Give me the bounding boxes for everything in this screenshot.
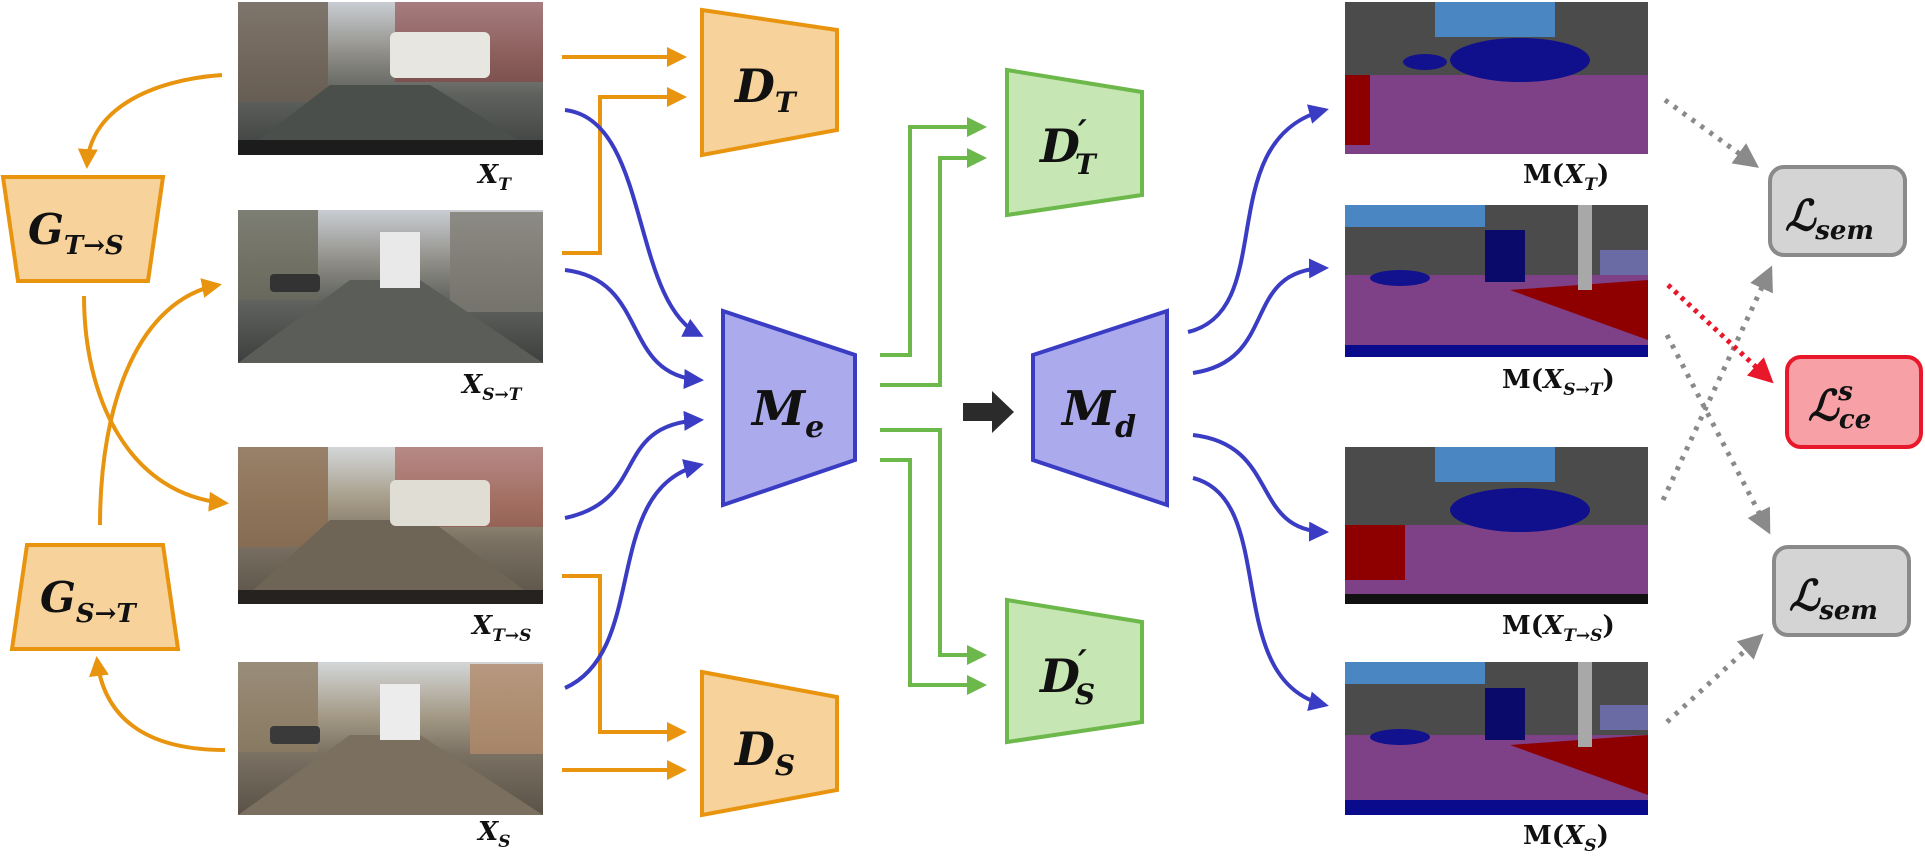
label-x-s-to-t: XS→T — [460, 370, 523, 405]
arrow-xt-to-me — [564, 108, 704, 337]
image-x-t — [238, 2, 543, 155]
label-m-x-t-to-s: M(XT→S) — [1502, 611, 1615, 646]
arrow-xt-to-gts — [77, 73, 223, 169]
arrow-mxst-to-lsem-bottom — [1664, 333, 1771, 535]
green-arrows — [880, 117, 987, 695]
loss-sem-top: ℒsem — [1768, 165, 1907, 257]
arrow-md-to-mxst — [1192, 258, 1329, 375]
svg-text:GS→T: GS→T — [40, 573, 137, 629]
svg-text:ℒsem: ℒsem — [1785, 191, 1874, 246]
generator-s-to-t: GS→T — [9, 543, 181, 651]
discriminator-d-t-prime: D′T — [1005, 67, 1144, 218]
segmentation-m-x-t — [1345, 2, 1648, 154]
label-m-x-s: M(XS) — [1523, 821, 1609, 856]
svg-text:Me: Me — [750, 381, 824, 445]
arrow-me-to-dtp-2 — [880, 148, 987, 387]
encoder-m-e: Me — [721, 308, 857, 508]
svg-text:ℒsem: ℒsem — [1789, 571, 1878, 626]
svg-text:DS: DS — [733, 722, 795, 782]
gray-dotted-arrows — [1660, 97, 1773, 724]
svg-text:Md: Md — [1060, 381, 1136, 445]
label-x-t-to-s: XT→S — [470, 611, 531, 646]
svg-text:D′S: D′S — [1038, 643, 1095, 711]
arrow-xs-to-gst — [89, 656, 226, 752]
arrow-xst-to-dt — [562, 87, 687, 255]
arrow-md-to-mxt — [1187, 104, 1329, 334]
encoder-to-decoder-arrow — [963, 391, 1014, 433]
image-x-s — [238, 662, 543, 815]
arrow-mxs-to-lsem-bottom — [1665, 633, 1764, 724]
arrow-mxt-to-lsem-top — [1663, 97, 1760, 168]
discriminator-d-s-prime: D′S — [1005, 597, 1144, 745]
arrow-me-to-dsp-2 — [880, 458, 987, 695]
arrow-md-to-mxs — [1192, 476, 1329, 711]
svg-text:GT→S: GT→S — [28, 205, 124, 261]
label-x-s: XS — [476, 817, 510, 852]
label-x-t: XT — [476, 160, 512, 195]
arrow-me-to-dsp-1 — [880, 428, 987, 665]
arrow-xts-to-me — [564, 410, 704, 520]
segmentation-m-x-s-to-t — [1345, 205, 1648, 357]
svg-text:D′T: D′T — [1038, 113, 1098, 181]
decoder-m-d: Md — [1031, 308, 1169, 508]
discriminator-d-s: DS — [700, 669, 839, 818]
label-m-x-s-to-t: M(XS→T) — [1502, 365, 1615, 400]
arrow-gst-to-xst — [98, 278, 222, 526]
arrow-md-to-mxts — [1192, 433, 1329, 542]
label-m-x-t: M(XT) — [1523, 160, 1609, 195]
svg-text:DT: DT — [733, 59, 798, 119]
segmentation-m-x-t-to-s — [1345, 447, 1648, 604]
arrow-me-to-dtp-1 — [880, 117, 987, 357]
discriminator-d-t: DT — [700, 7, 839, 158]
blue-arrows — [564, 104, 1329, 711]
image-x-t-to-s — [238, 447, 543, 604]
arrow-xst-to-me — [564, 268, 704, 389]
arrow-xs-to-me — [564, 459, 704, 690]
arrow-gts-to-xts — [82, 295, 229, 512]
segmentation-m-x-s — [1345, 662, 1648, 815]
generator-t-to-s: GT→S — [0, 175, 166, 283]
image-x-s-to-t — [238, 210, 543, 363]
loss-sem-bottom: ℒsem — [1772, 545, 1911, 637]
arrow-mxts-to-lsem-top — [1660, 265, 1773, 502]
